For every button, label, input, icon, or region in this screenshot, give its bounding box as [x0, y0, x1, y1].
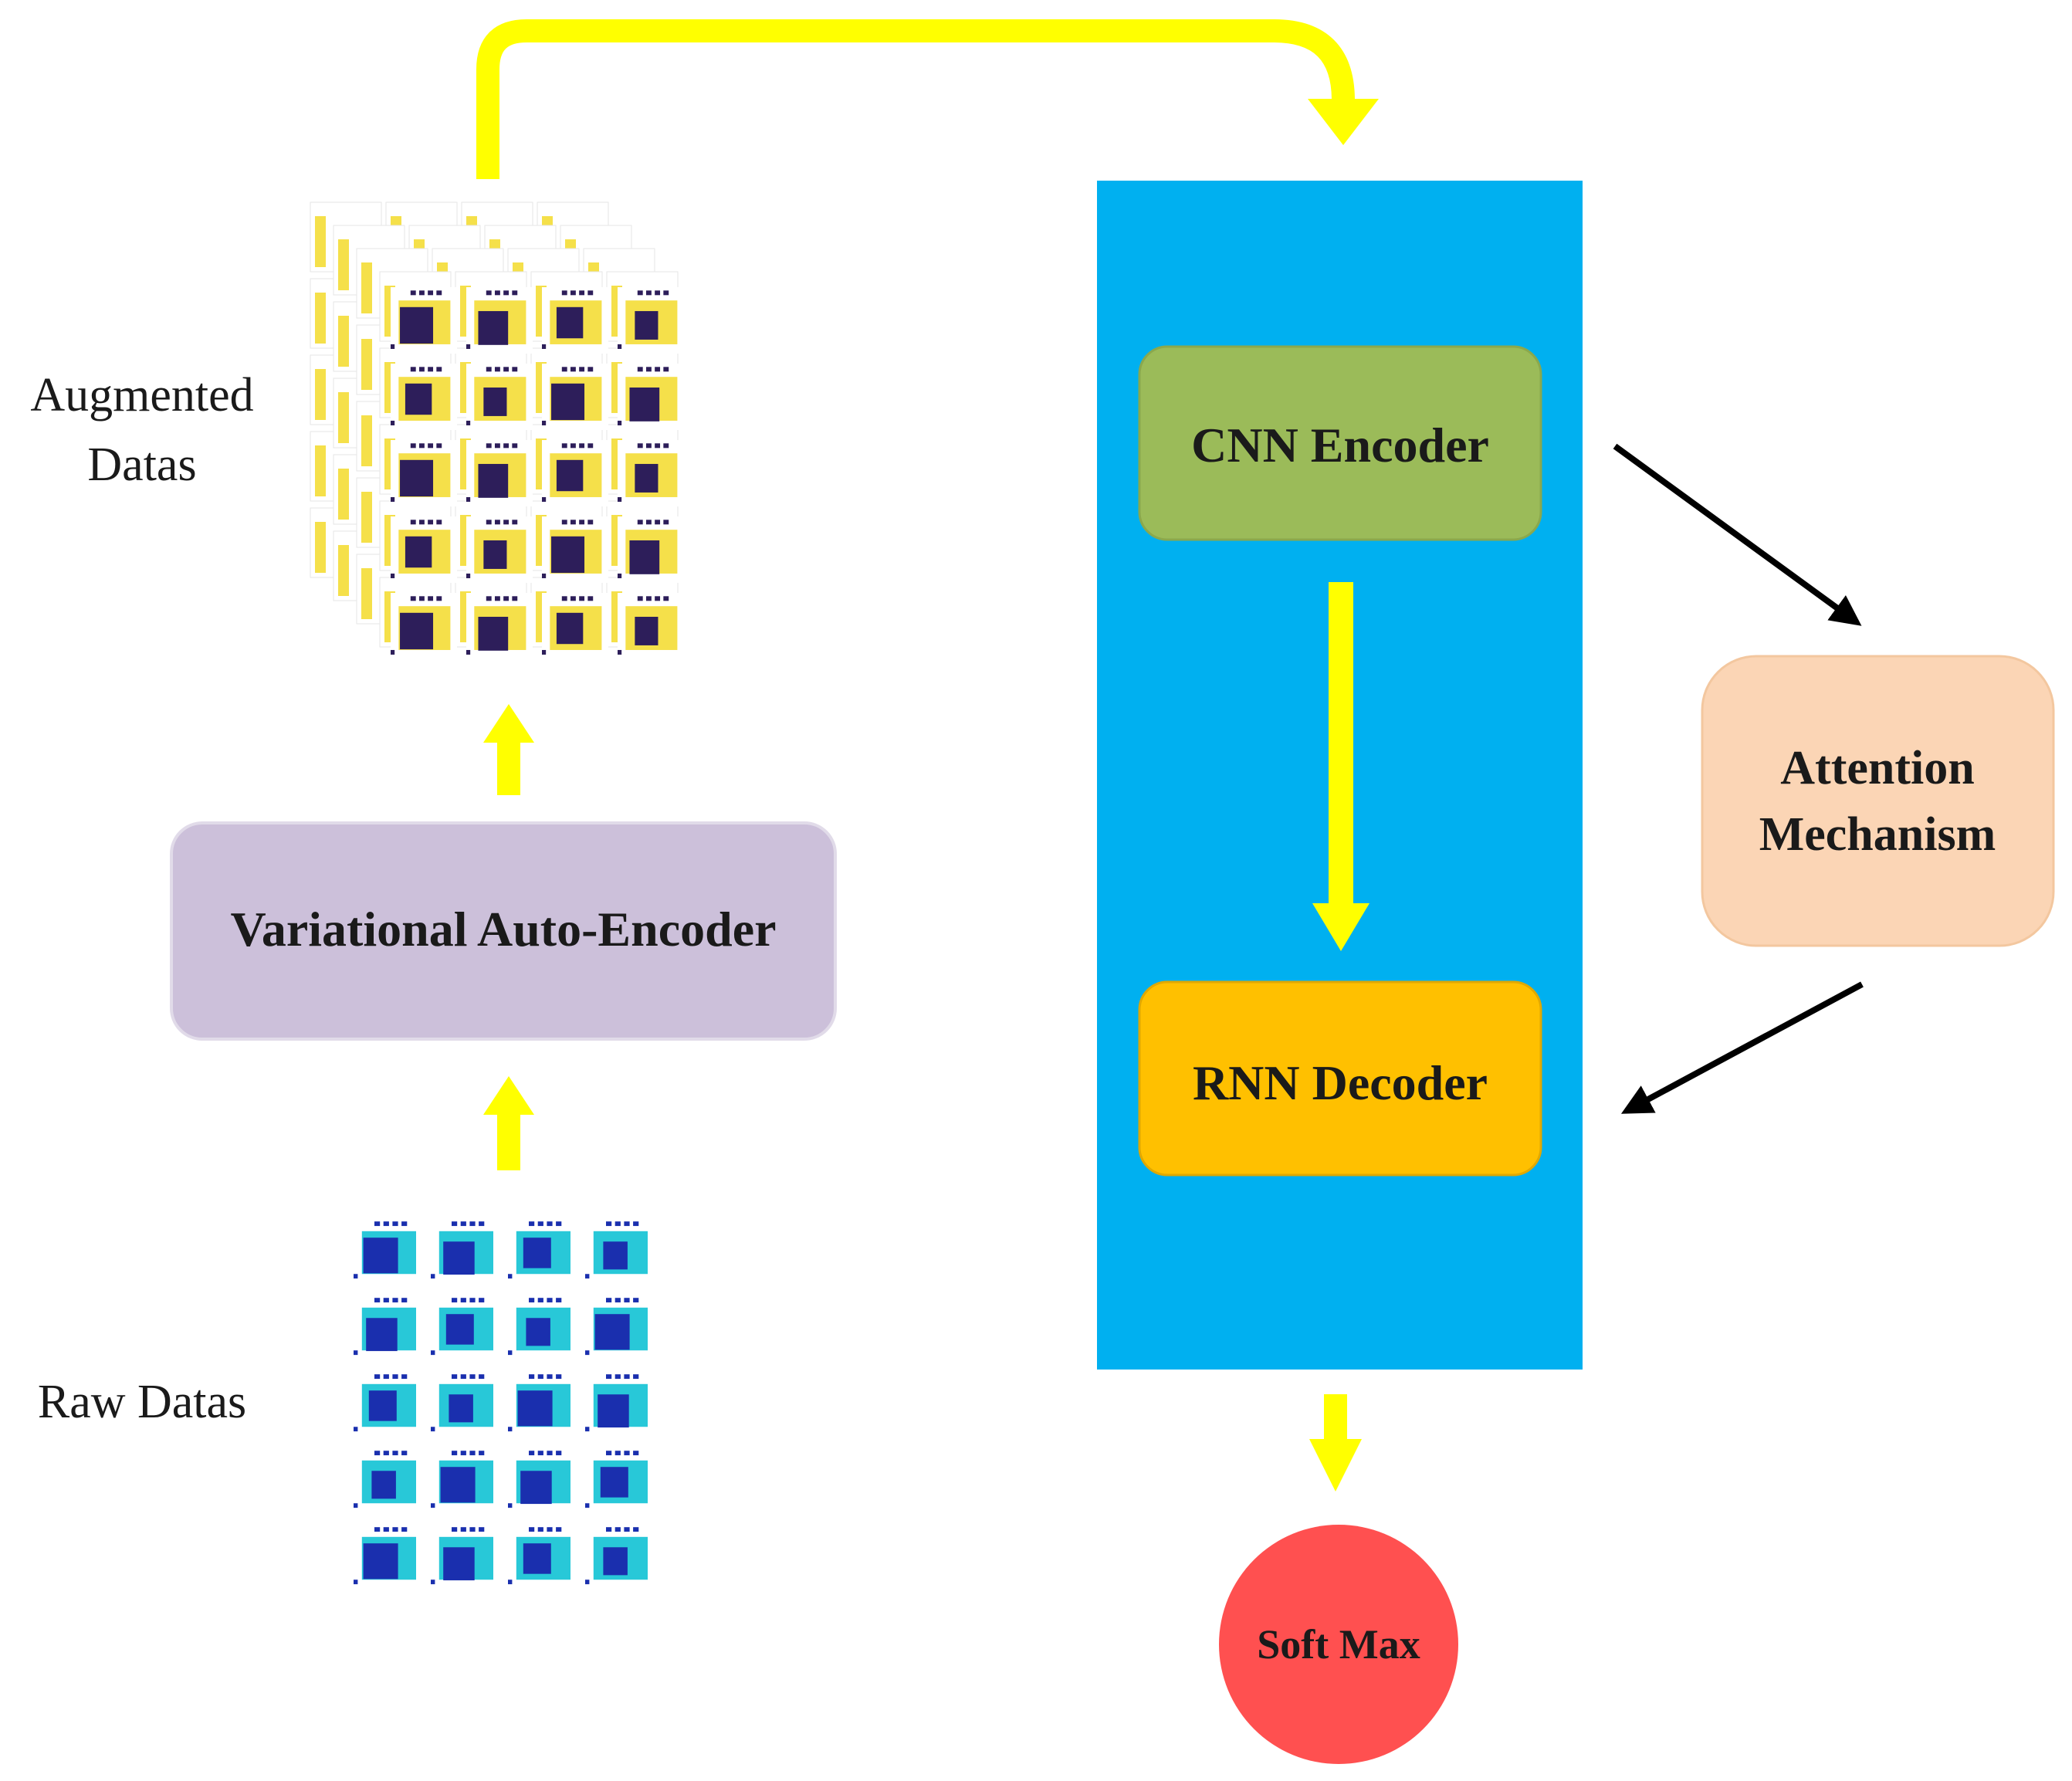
raw-thumbnail — [508, 1447, 577, 1512]
augmented-thumbnail — [542, 364, 608, 430]
cnn-to-rnn-arrow — [1312, 582, 1369, 951]
raw-thumbnail — [431, 1295, 500, 1359]
attention-to-rnn-arrow — [1620, 981, 1864, 1114]
augmented-thumbnail — [618, 364, 684, 430]
augmented-thumbnail — [618, 440, 684, 506]
softmax-label: Soft Max — [1257, 1621, 1420, 1668]
raw-thumbnail — [585, 1524, 655, 1589]
cnn-to-attention-arrow — [1613, 443, 1862, 626]
raw-to-vae-arrow — [483, 1076, 534, 1170]
augmented-thumbnail — [618, 593, 684, 659]
augmented-data-images — [310, 201, 684, 659]
raw-thumbnail — [585, 1447, 655, 1512]
augmented-thumbnail — [466, 593, 533, 659]
raw-thumbnail — [508, 1218, 577, 1283]
augmented-thumbnail — [542, 287, 608, 354]
attention-label-line2: Mechanism — [1759, 808, 1996, 861]
raw-thumbnail — [585, 1218, 655, 1283]
raw-thumbnail — [354, 1295, 423, 1359]
augmented-thumbnail — [391, 440, 457, 506]
vae-to-augmented-arrow — [483, 704, 534, 795]
raw-thumbnail — [431, 1447, 500, 1512]
rnn-decoder-box — [1138, 980, 1542, 1177]
augmented-thumbnail — [391, 593, 457, 659]
raw-thumbnail — [431, 1371, 500, 1436]
raw-thumbnail — [431, 1218, 500, 1283]
augmented-thumbnail — [391, 287, 457, 354]
raw-data-label: Raw Datas — [38, 1376, 246, 1428]
augmented-thumbnail — [391, 516, 457, 583]
raw-thumbnail — [585, 1295, 655, 1359]
augmented-thumbnail — [466, 440, 533, 506]
augmented-thumbnail — [542, 440, 608, 506]
attention-mechanism-box — [1701, 655, 2055, 947]
augmented-thumbnail — [618, 516, 684, 583]
augmented-thumbnail — [466, 516, 533, 583]
augmented-thumbnail — [466, 364, 533, 430]
cnn-encoder-box — [1138, 345, 1542, 541]
augmented-thumbnail — [618, 287, 684, 354]
raw-thumbnail — [508, 1295, 577, 1359]
raw-thumbnail — [354, 1447, 423, 1512]
raw-thumbnail — [508, 1371, 577, 1436]
cnn-encoder-label: CNN Encoder — [1191, 418, 1489, 472]
vae-box — [170, 821, 837, 1041]
raw-data-images — [354, 1218, 655, 1589]
augmented-data-label: Augmented — [30, 369, 253, 422]
vae-label: Variational Auto-Encoder — [231, 902, 777, 957]
raw-thumbnail — [354, 1371, 423, 1436]
augmented-data-label-line2: Datas — [87, 438, 196, 491]
augmented-thumbnail — [542, 516, 608, 583]
augmented-thumbnail — [466, 287, 533, 354]
raw-thumbnail — [585, 1371, 655, 1436]
augmented-thumbnail — [391, 364, 457, 430]
attention-label-line1: Attention — [1780, 742, 1974, 794]
raw-thumbnail — [508, 1524, 577, 1589]
raw-thumbnail — [431, 1524, 500, 1589]
raw-thumbnail — [354, 1218, 423, 1283]
augmented-thumbnail — [542, 593, 608, 659]
raw-thumbnail — [354, 1524, 423, 1589]
model-to-softmax-arrow — [1309, 1394, 1362, 1492]
rnn-decoder-label: RNN Decoder — [1193, 1055, 1488, 1110]
augmented-to-model-arrow — [476, 19, 1379, 179]
softmax-node — [1219, 1525, 1458, 1764]
